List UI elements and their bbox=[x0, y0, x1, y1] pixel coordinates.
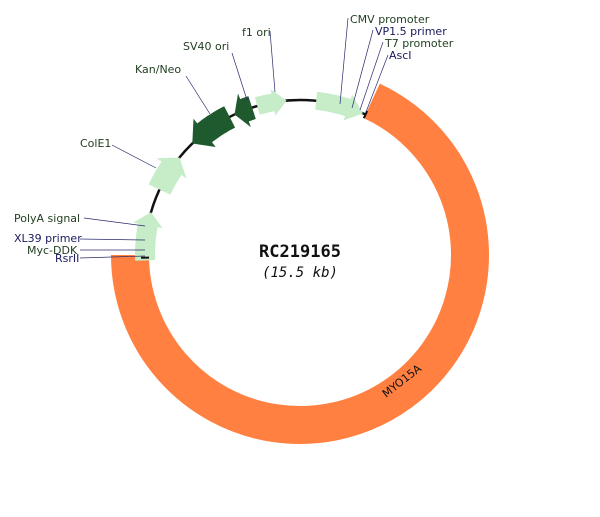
feature-labels: CMV promoter VP1.5 primer T7 promoter As… bbox=[14, 13, 454, 265]
cmv-promoter-leader bbox=[340, 18, 348, 104]
sv40-ori-arrow bbox=[235, 94, 256, 128]
label-polya-signal: PolyA signal bbox=[14, 212, 80, 225]
label-sv40-ori: SV40 ori bbox=[183, 40, 229, 53]
cole1-arrow bbox=[149, 158, 187, 195]
vp15-primer-leader bbox=[352, 30, 373, 108]
label-asci: AscI bbox=[389, 49, 412, 62]
label-rsrii: RsrII bbox=[55, 252, 79, 265]
label-f1-ori: f1 ori bbox=[242, 26, 271, 39]
label-kan-neo: Kan/Neo bbox=[135, 63, 181, 76]
feature-arrows bbox=[133, 89, 363, 261]
polya-signal-arrow bbox=[133, 212, 163, 255]
leader-lines bbox=[80, 18, 388, 258]
xl39-primer-leader bbox=[80, 239, 145, 240]
cole1-leader bbox=[112, 145, 156, 168]
f1-ori-leader bbox=[270, 31, 275, 92]
insert-arc-myo15a bbox=[130, 101, 470, 425]
kan-neo-leader bbox=[186, 76, 210, 114]
f1-ori-arrow bbox=[255, 89, 287, 116]
kan-neo-arrow bbox=[192, 106, 235, 147]
label-cole1: ColE1 bbox=[80, 137, 111, 150]
sv40-ori-leader bbox=[232, 53, 247, 100]
plasmid-size: (15.5 kb) bbox=[262, 265, 338, 281]
plasmid-name: RC219165 bbox=[259, 242, 341, 262]
cmv-promoter-arrow bbox=[315, 92, 363, 121]
